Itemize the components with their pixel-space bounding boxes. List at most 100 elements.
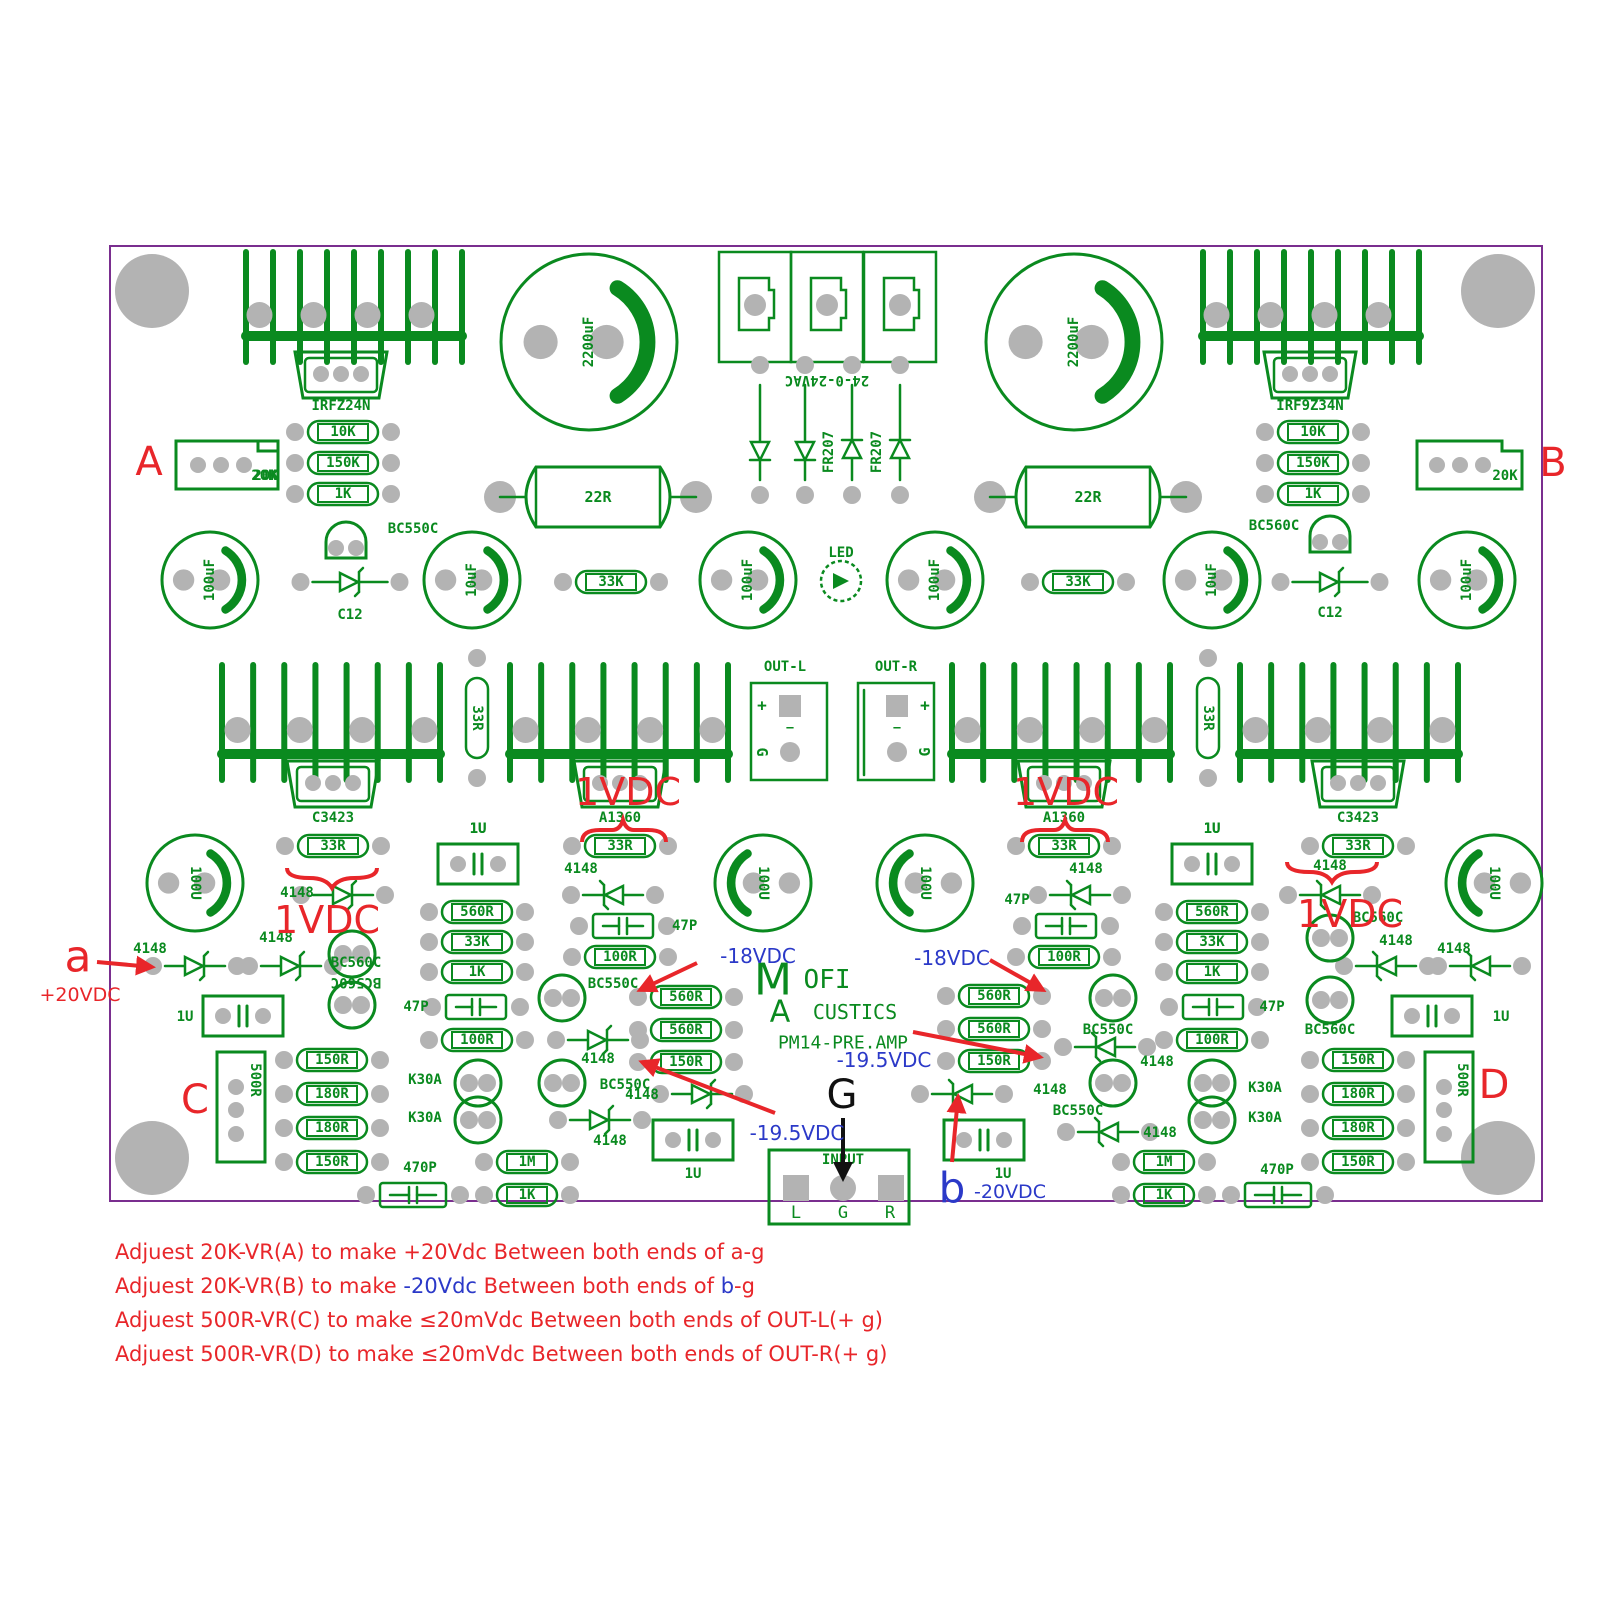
pad — [1155, 903, 1173, 921]
trimmer-value: 500R — [1454, 1063, 1470, 1097]
resistor-body — [464, 676, 490, 760]
red-brace — [1285, 861, 1379, 886]
pad — [1194, 1111, 1212, 1129]
pad — [705, 1132, 721, 1148]
capacitor-value: 1U — [1204, 821, 1221, 837]
pad — [592, 775, 608, 791]
pad — [1322, 366, 1338, 382]
square-pad — [779, 695, 801, 717]
output-label: OUT-L — [764, 659, 806, 675]
voltage-minus19-5: -19.5VDC — [750, 1121, 845, 1145]
resistor-body — [1276, 450, 1350, 476]
resistor-inner — [1332, 1119, 1384, 1137]
pad — [1429, 957, 1447, 975]
pad — [213, 457, 229, 473]
resistor-value: 150R — [977, 1053, 1011, 1069]
pad — [1008, 324, 1043, 360]
pad — [328, 540, 344, 556]
pad — [1257, 302, 1284, 328]
pad — [751, 356, 769, 374]
pad — [300, 302, 327, 328]
resistor-value: 150R — [669, 1054, 703, 1070]
pad — [563, 837, 581, 855]
resistor-value: 180R — [315, 1086, 349, 1102]
transistor-label: BC550C — [1053, 1103, 1104, 1119]
resistor-inner — [306, 1051, 358, 1069]
electrolytic-capacitor — [422, 530, 522, 630]
resistor-value: 150K — [1296, 455, 1330, 471]
resistor-inner — [1186, 1031, 1238, 1049]
pad — [286, 423, 304, 441]
pad — [937, 987, 955, 1005]
pad — [744, 294, 766, 316]
pad — [372, 837, 390, 855]
polarity-arc — [609, 280, 656, 404]
resistor-value: 180R — [1341, 1086, 1375, 1102]
trace — [294, 974, 302, 982]
pad — [1397, 1085, 1415, 1103]
diode-symbol — [690, 1082, 713, 1106]
diode-symbol — [602, 883, 625, 907]
trace — [202, 950, 210, 958]
pad — [1210, 569, 1233, 591]
resistor-value: 560R — [977, 988, 1011, 1004]
pad — [305, 775, 321, 791]
led-symbol — [833, 573, 849, 589]
pad — [1184, 856, 1200, 872]
diode-label: C12 — [337, 607, 362, 623]
input-connector — [767, 1148, 911, 1226]
resistor-inner — [1038, 948, 1090, 966]
resistor-body — [1027, 833, 1101, 859]
transistor-label: C3423 — [312, 810, 354, 826]
pad — [215, 1008, 231, 1024]
resistor-body — [1321, 1115, 1395, 1141]
pad — [190, 457, 206, 473]
pad — [468, 649, 486, 667]
instruction-point: b — [720, 1274, 735, 1298]
pad — [1436, 1126, 1452, 1142]
pad — [843, 486, 861, 504]
pad — [376, 886, 394, 904]
pad — [646, 886, 664, 904]
pad — [547, 1031, 565, 1049]
transistor-outline — [537, 1058, 587, 1108]
pad — [650, 573, 668, 591]
pad — [1212, 1111, 1230, 1129]
pad — [1155, 933, 1173, 951]
pad — [1363, 886, 1381, 904]
diode-symbol — [1319, 883, 1342, 907]
resistor-inner — [1332, 837, 1384, 855]
pad — [629, 988, 647, 1006]
diode-label: 4148 — [593, 1133, 627, 1149]
arrow-minus19-5-left — [638, 1058, 776, 1115]
trace — [1094, 1055, 1102, 1063]
diode-label: 4148 — [1379, 933, 1413, 949]
pad — [172, 569, 195, 591]
resistor-value: 1K — [1156, 1187, 1173, 1203]
trace — [1093, 1116, 1101, 1124]
instruction-line-3: Adjuest 500R-VR(C) to make ≤20mVdc Betwe… — [115, 1308, 883, 1332]
capacitor-value: 100U — [1486, 866, 1502, 900]
power-transistor — [1262, 350, 1358, 400]
resistor-value: 33R — [320, 838, 346, 854]
red-brace — [285, 867, 379, 892]
resistor-inner — [306, 1085, 358, 1103]
resistor-inner — [306, 1153, 358, 1171]
pad — [371, 1051, 389, 1069]
square-pad — [886, 695, 908, 717]
connector-label: 24-0-24VAC — [785, 372, 869, 388]
transistor-inner — [303, 356, 379, 394]
resistor-inner — [1332, 1051, 1384, 1069]
pad — [1194, 1074, 1212, 1092]
capacitor-value: 47P — [1259, 999, 1284, 1015]
red-brace — [1020, 813, 1110, 843]
trace — [198, 974, 206, 982]
pad — [1101, 917, 1119, 935]
power-transistor — [285, 759, 381, 809]
resistor-inner — [317, 454, 369, 472]
pad — [450, 856, 466, 872]
resistor-inner — [317, 485, 369, 503]
pad — [345, 775, 361, 791]
transistor-label: C3423 — [1337, 810, 1379, 826]
